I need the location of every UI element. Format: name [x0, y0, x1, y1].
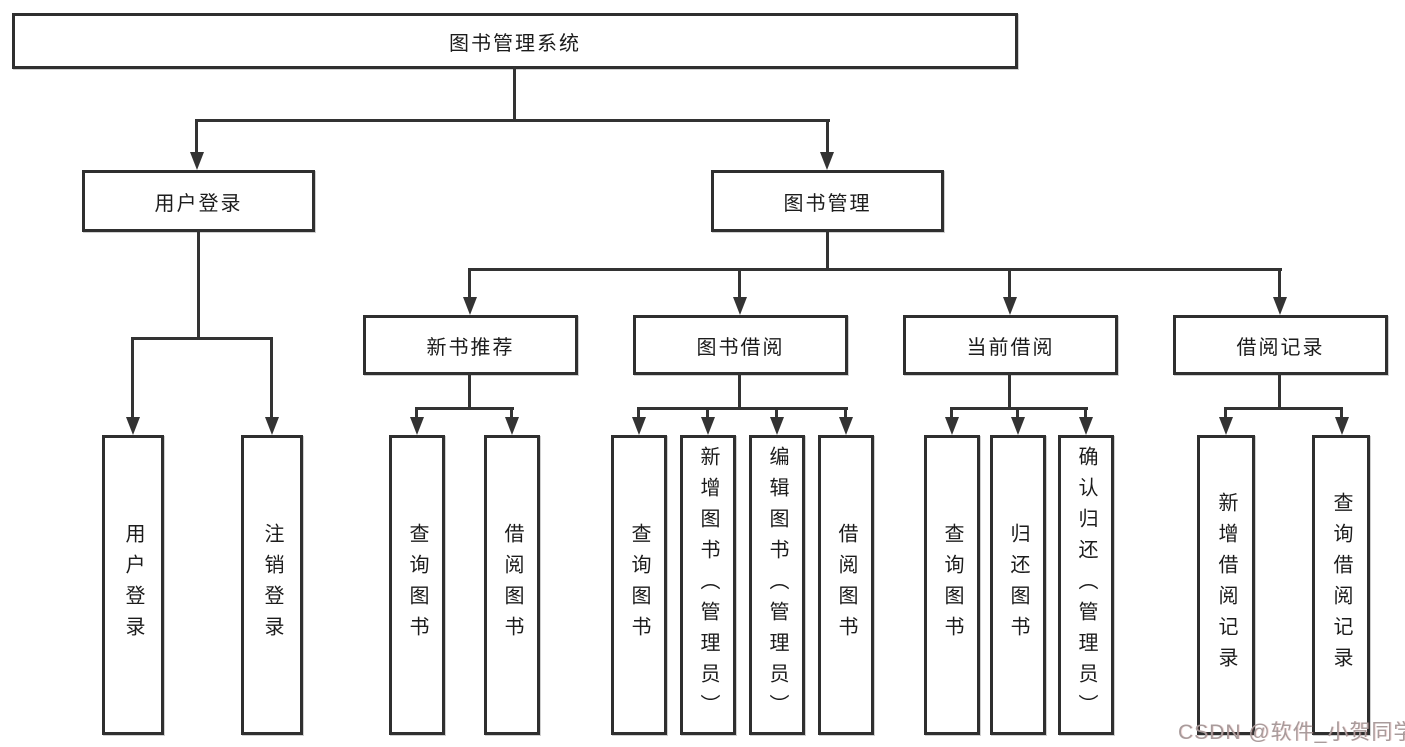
connector-stub-current-borrow — [1008, 268, 1011, 299]
leaf-user-login: 用户登录 — [102, 435, 164, 735]
leaf-current-return-book: 归还图书 — [990, 435, 1046, 735]
leaf-records-add-record: 新增借阅记录 — [1197, 435, 1255, 735]
connector-stub — [1224, 407, 1227, 421]
connector-stub — [637, 407, 640, 421]
node-root: 图书管理系统 — [12, 13, 1018, 69]
arrow-down-icon — [1219, 417, 1233, 435]
connector-stub-book-management — [826, 119, 829, 154]
leaf-current-confirm-return-admin: 确认归还（管理员） — [1058, 435, 1114, 735]
arrow-down-icon — [126, 417, 140, 435]
leaf-recommend-query-book: 查询图书 — [389, 435, 445, 735]
connector-root-split — [195, 119, 830, 122]
arrow-down-icon — [701, 417, 715, 435]
arrow-down-icon — [1011, 417, 1025, 435]
connector-stub-leaf-user-login — [131, 337, 134, 419]
connector-new-book-drop — [468, 373, 471, 410]
leaf-borrow-borrow-book: 借阅图书 — [818, 435, 874, 735]
connector-stub — [844, 407, 847, 421]
arrow-down-icon — [820, 152, 834, 170]
arrow-down-icon — [1003, 297, 1017, 315]
connector-stub-leaf-logout — [270, 337, 273, 419]
arrow-down-icon — [463, 297, 477, 315]
node-new-book-recommend: 新书推荐 — [363, 315, 578, 375]
connector-root-drop — [513, 67, 516, 122]
connector-stub-user-login — [195, 119, 198, 154]
connector-borrow-records-split — [1224, 407, 1343, 410]
arrow-down-icon — [265, 417, 279, 435]
csdn-watermark: CSDN @软件_小贺同学 — [1178, 721, 1405, 744]
leaf-recommend-borrow-book: 借阅图书 — [484, 435, 540, 735]
connector-stub — [706, 407, 709, 421]
leaf-current-query-book: 查询图书 — [924, 435, 980, 735]
arrow-down-icon — [1079, 417, 1093, 435]
connector-borrow-records-drop — [1278, 373, 1281, 410]
connector-user-login-split — [131, 337, 273, 340]
connector-book-borrow-drop — [738, 373, 741, 410]
connector-stub-book-borrow — [738, 268, 741, 299]
arrow-down-icon — [410, 417, 424, 435]
connector-book-management-split — [468, 268, 1282, 271]
connector-stub — [775, 407, 778, 421]
node-borrow-records: 借阅记录 — [1173, 315, 1388, 375]
connector-current-borrow-drop — [1008, 373, 1011, 410]
leaf-borrow-edit-book-admin: 编辑图书（管理员） — [749, 435, 805, 735]
arrow-down-icon — [1335, 417, 1349, 435]
leaf-records-query-record: 查询借阅记录 — [1312, 435, 1370, 735]
arrow-down-icon — [505, 417, 519, 435]
connector-stub — [1016, 407, 1019, 421]
connector-book-management-drop — [826, 230, 829, 271]
connector-stub-borrow-records — [1278, 268, 1281, 299]
arrow-down-icon — [839, 417, 853, 435]
leaf-borrow-query-book: 查询图书 — [611, 435, 667, 735]
node-book-management: 图书管理 — [711, 170, 944, 232]
arrow-down-icon — [190, 152, 204, 170]
connector-user-login-drop — [197, 230, 200, 340]
arrow-down-icon — [770, 417, 784, 435]
arrow-down-icon — [1273, 297, 1287, 315]
connector-stub — [1340, 407, 1343, 421]
arrow-down-icon — [945, 417, 959, 435]
connector-new-book-split — [415, 407, 514, 410]
node-current-borrow: 当前借阅 — [903, 315, 1118, 375]
connector-book-borrow-split — [637, 407, 848, 410]
connector-stub — [510, 407, 513, 421]
arrow-down-icon — [632, 417, 646, 435]
connector-stub-new-book — [468, 268, 471, 299]
leaf-borrow-add-book-admin: 新增图书（管理员） — [680, 435, 736, 735]
arrow-down-icon — [733, 297, 747, 315]
connector-stub — [950, 407, 953, 421]
node-user-login: 用户登录 — [82, 170, 315, 232]
connector-stub — [415, 407, 418, 421]
connector-stub — [1084, 407, 1087, 421]
node-book-borrow: 图书借阅 — [633, 315, 848, 375]
connector-current-borrow-split — [950, 407, 1088, 410]
leaf-logout: 注销登录 — [241, 435, 303, 735]
